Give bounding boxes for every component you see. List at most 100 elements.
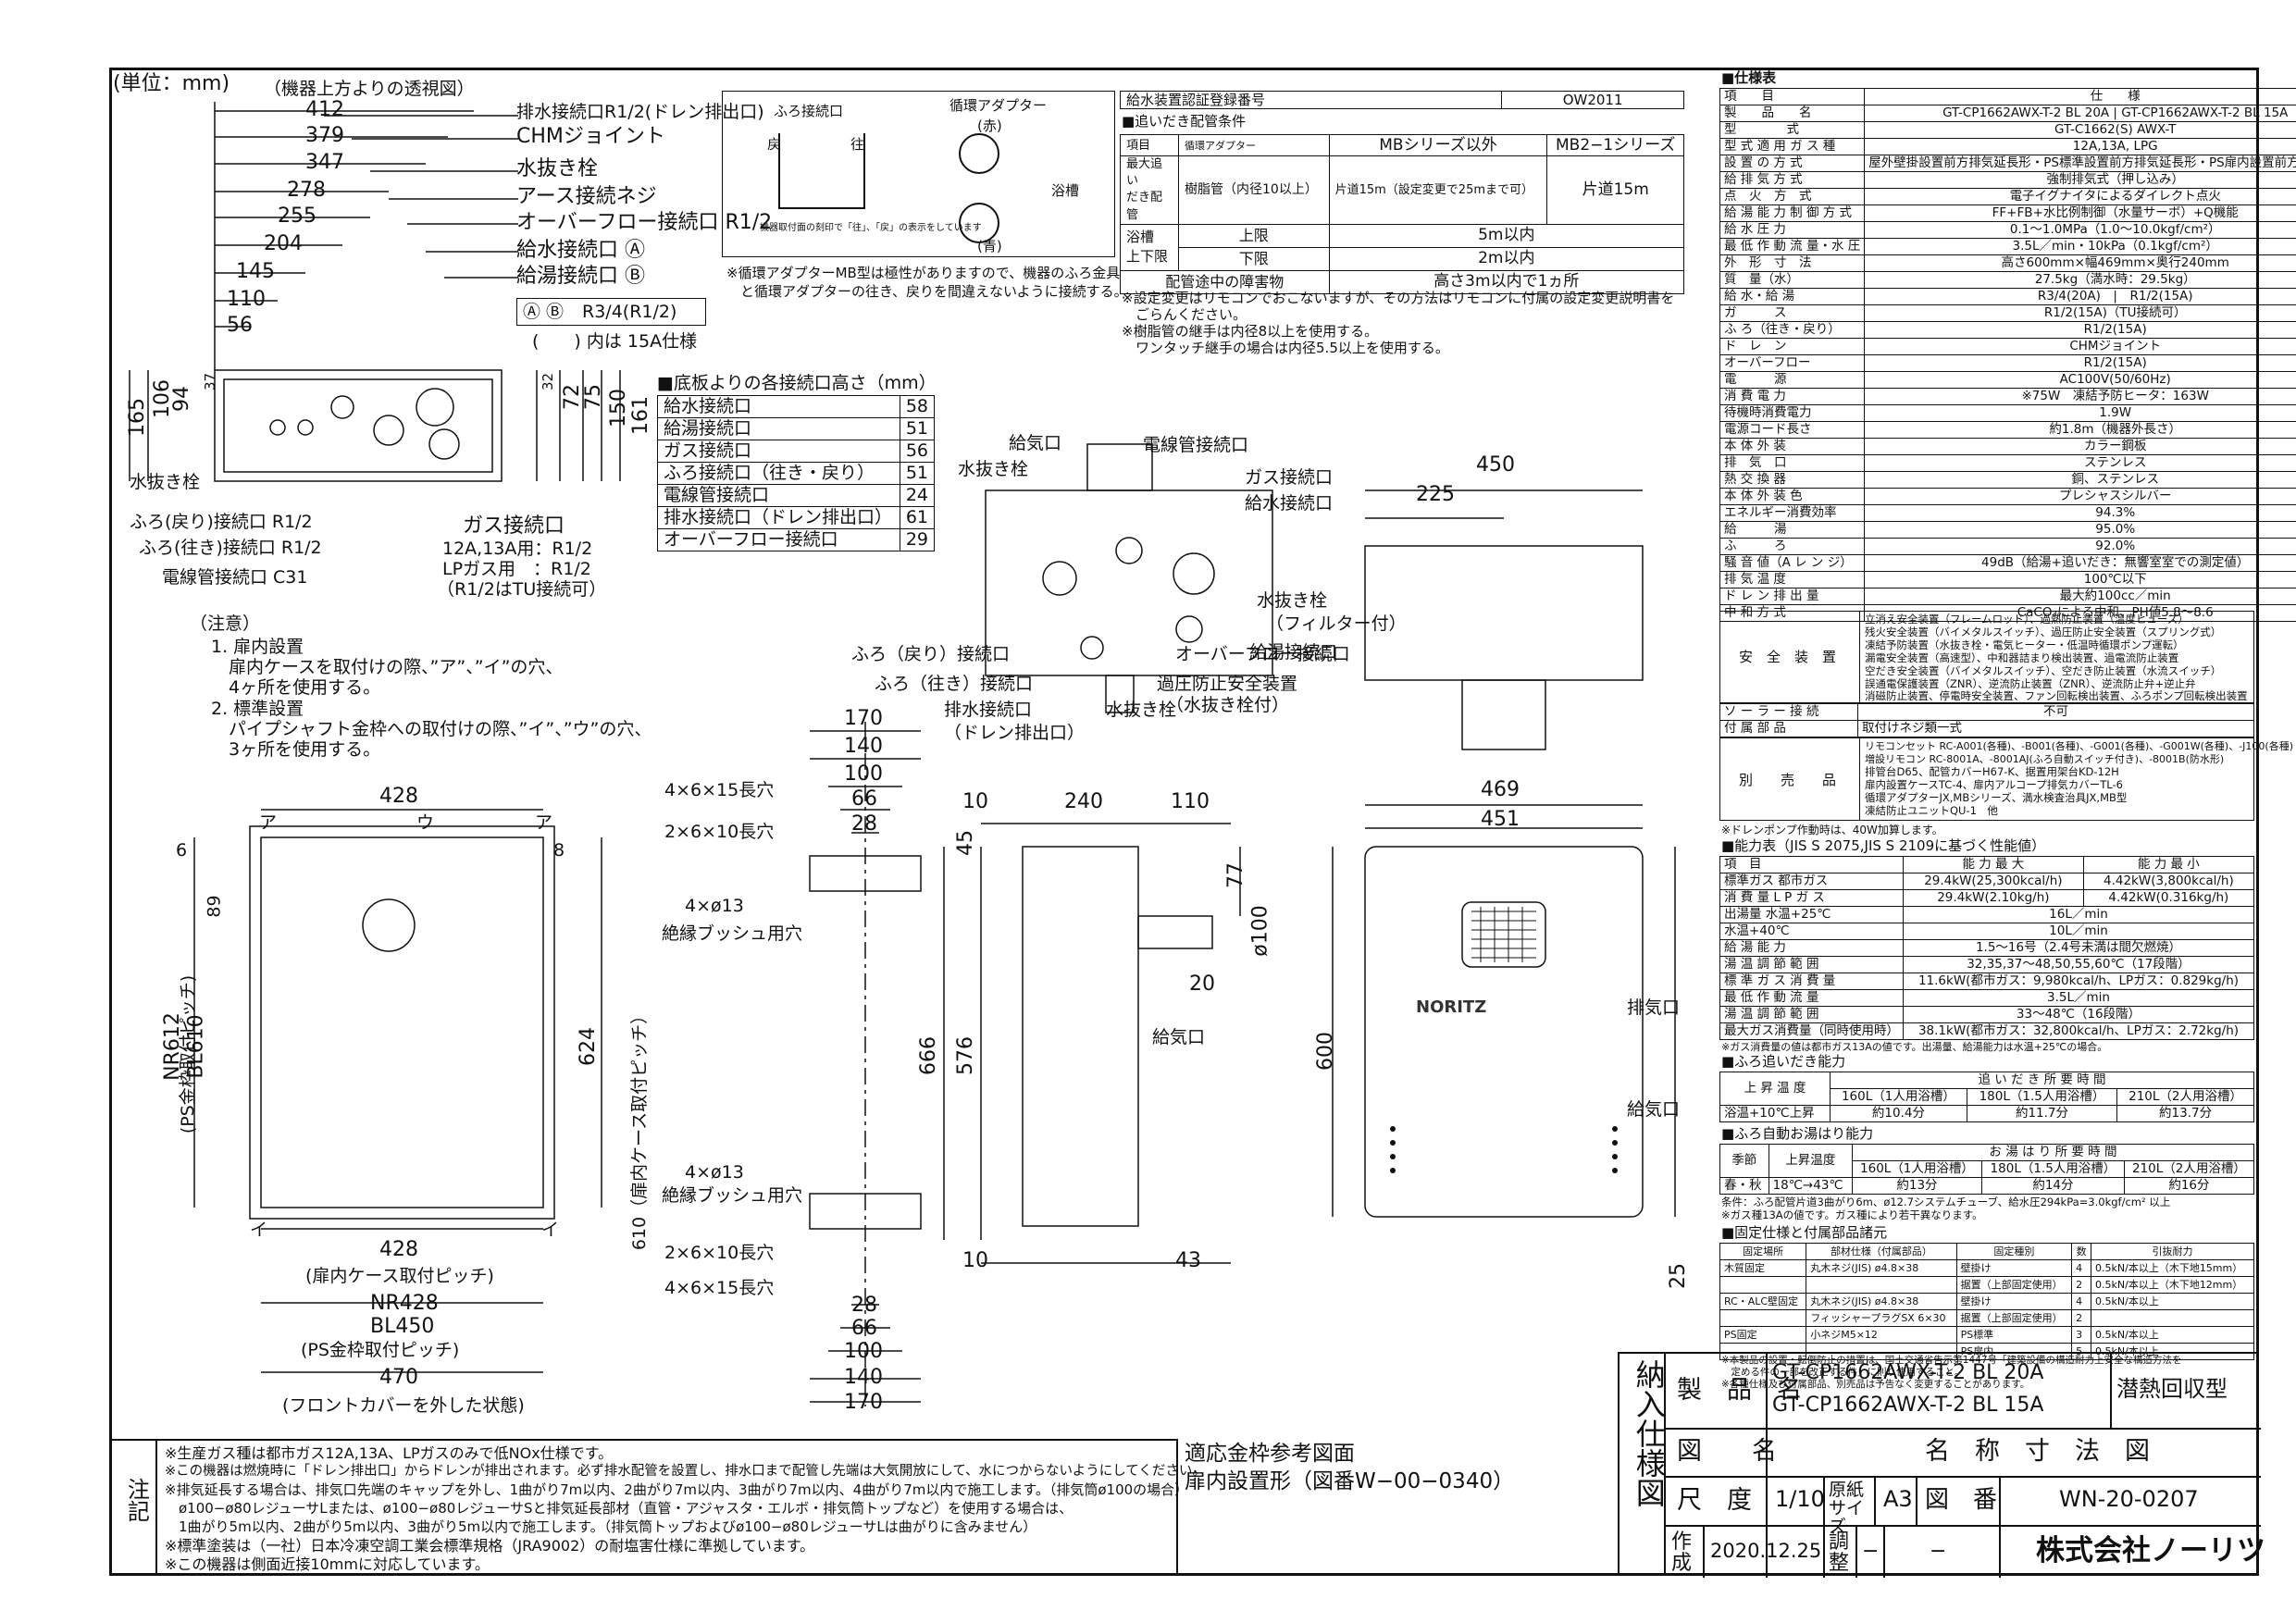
spec-key: 点 火 方 式 — [1719, 188, 1866, 205]
mid-drain-outlet: （ドレン排出口） — [944, 723, 1086, 743]
drain-note: ※ドレンポンプ作動時は、40W加算します。 — [1721, 824, 1943, 836]
scale-value: 1/10 — [1775, 1486, 1825, 1512]
ref-1: 扉内設置形（図番W−00−0340） — [1185, 1469, 1515, 1493]
table-row: 配管途中の障害物 高さ3m以内で1ヵ所 — [1120, 269, 1685, 294]
fix-cell: 据置（上部固定使用） — [1955, 1276, 2073, 1294]
capacity-max: 能 力 最 大 — [1903, 856, 2084, 873]
adapter-note-0: ※循環アダプターMB型は極性がありますので、機器のふろ金具 — [726, 265, 1121, 281]
bracket-dim-28: 28 — [851, 812, 877, 836]
thread-note: R3/4(R1/2) — [582, 302, 677, 322]
adapter-blue-circle — [959, 203, 999, 243]
callout-conduit: 電線管接続口 C31 — [162, 567, 308, 588]
adapter-pipe-shape — [778, 133, 865, 209]
callout-gas-lp: LPガス用 ：R1/2 — [442, 559, 591, 579]
bracket-label-slot10b: 2×6×10長穴 — [664, 1243, 775, 1263]
callout-earth: アース接続ネジ — [516, 185, 657, 208]
safety-0: 立消え安全装置（フレームロッド）、過熱防止装置（温度ヒューズ） — [1865, 613, 2189, 626]
product-label: 製 品 名 — [1677, 1376, 1802, 1405]
callout-overflow: オーバーフロー接続口 R1/2 — [516, 211, 773, 234]
dim-top-3: 278 — [287, 179, 326, 202]
spec-value: 27.5kg（満水時：29.5kg） — [1864, 271, 2296, 289]
dim-37: 37 — [202, 372, 219, 391]
dim-top-6: 145 — [236, 260, 275, 283]
fix-note-2: ※各種仕様及び付属部品、別売品は予告なく変更することがあります。 — [1721, 1379, 2030, 1390]
fix-head: 部材仕様（付属部品） — [1806, 1243, 1957, 1260]
capacity-key: 最 低 作 動 流 量 — [1719, 989, 1904, 1007]
fix-cell: PS固定 — [1719, 1326, 1807, 1344]
table-row: 項目 循環アダプター MBシリーズ以外 MB2−1シリーズ — [1120, 134, 1684, 156]
safety-2: 凍結予防装置（水抜き栓・電気ヒーター・低温時循環ポンプ運転） — [1865, 638, 2184, 651]
right-dim-451: 451 — [1481, 808, 1520, 831]
adapter-label: 循環アダプター — [949, 97, 1048, 114]
table-row: 質 量（水）27.5kg（満水時：29.5kg） — [1719, 271, 2296, 289]
dim-front-428: 428 — [379, 785, 418, 808]
spec-key: 騒 音 値（A レ ン ジ） — [1719, 554, 1866, 572]
table-row: 固定場所部材仕様（付属部品）固定種別数引抜耐力 — [1719, 1243, 2254, 1260]
spec-key: 排 気 温 度 — [1719, 571, 1866, 588]
check-label: 調整 — [1829, 1530, 1850, 1576]
table-row: 排 気 口ステンレス — [1719, 454, 2296, 472]
footer-note-3: ø100−ø80レジューサLまたは、ø100−ø80レジューサSと排気延長部材（… — [165, 1500, 1074, 1517]
dim-nr428: NR428 — [370, 1292, 439, 1315]
capacity-key: 標 準 ガ ス 消 費 量 — [1719, 973, 1904, 990]
spec-value: R1/2(15A) — [1864, 321, 2296, 339]
spec-value: 最大約100cc／min — [1864, 588, 2296, 605]
side-dim-10: 10 — [962, 790, 988, 813]
spec-key: 給 湯 能 力 制 御 方 式 — [1719, 204, 1866, 222]
fix-cell: 5 — [2071, 1343, 2092, 1360]
spec-value: ステンレス — [1864, 454, 2296, 472]
dim-610-case: 610（扉内ケース取付ピッチ） — [629, 1006, 651, 1251]
bracket-dim-28b: 28 — [851, 1294, 877, 1317]
table-row: 排水接続口（ドレン排出口）61 — [657, 506, 936, 529]
mid-drain-plug-2: 水抜き栓 — [1257, 590, 1328, 611]
fix-cell: RC・ALC壁固定 — [1719, 1293, 1807, 1310]
unit-label: (単位：mm) — [113, 72, 230, 95]
callout-gas: ガス接続口 — [463, 514, 565, 538]
made-date: 2020.12.25 — [1710, 1540, 1822, 1562]
bracket-dim-170b: 170 — [844, 1391, 883, 1414]
spec-key: 項 目 — [1719, 88, 1866, 105]
table-row: 電源コード長さ約1.8m（機器外長さ） — [1719, 421, 2296, 439]
spec-value: カラー鋼板 — [1864, 438, 2296, 455]
fix-cell: 小ネジM5×12 — [1806, 1326, 1957, 1344]
callout-bath-out: ふろ(往き)接続口 R1/2 — [139, 538, 322, 558]
auto-title: ■ふろ自動お湯はり能力 — [1721, 1125, 1874, 1142]
mid-bath-return: ふろ（戻り）接続口 — [851, 644, 1011, 664]
callout-chm: CHMジョイント — [516, 125, 665, 148]
fix-title: ■固定仕様と付属部品諸元 — [1721, 1224, 1888, 1241]
bottom-conn-title: ■底板よりの各接続口高さ（mm） — [657, 373, 937, 393]
footer-note-0: ※生産ガス種は都市ガス12A,13A、LPガスのみで低NOx仕様です。 — [165, 1444, 614, 1462]
piping-note-2: ※樹脂管の継手は内径8以上を使用する。 — [1122, 323, 1379, 340]
fix-cell — [2091, 1309, 2254, 1327]
bracket-label-hole13b: 4×ø13 — [685, 1162, 744, 1183]
dim-94: 94 — [170, 386, 193, 412]
mid-relief-plug: （水抜き栓付） — [1166, 695, 1290, 715]
capacity-key: 給 湯 能 力 — [1719, 939, 1904, 957]
table-row: 最大ガス消費量（同時使用時）38.1kW(都市ガス：32,800kcal/h、L… — [1719, 1022, 2254, 1040]
spec-title: ■仕様表 — [1721, 69, 1777, 86]
fix-cell: フィッシャープラグSX 6×30 — [1806, 1309, 1957, 1327]
spec-value: 3.5L／min・10kPa（0.1kgf/cm²） — [1864, 238, 2296, 255]
options-box: 別 売 品 リモコンセット RC-A001(各種)、-B001(各種)、-G00… — [1719, 737, 2293, 821]
capacity-key: 湯 温 調 節 範 囲 — [1719, 956, 1904, 973]
title-side: 納入仕様図 — [1631, 1359, 1667, 1507]
table-row: ふ ろ（往き・戻り）R1/2(15A) — [1719, 321, 2296, 339]
bracket-label-slot15b: 4×6×15長穴 — [664, 1278, 775, 1298]
fix-note-0: ※本製品の設置・転倒防止の措置は、国土交通省告示第1447号「建築設備の構造耐力… — [1721, 1355, 2182, 1366]
option-1: 増設リモコン RC-8001A、-8001AJ(ふろ自動スイッチ付き)、-800… — [1865, 753, 2225, 765]
side-dim-10b: 10 — [962, 1249, 988, 1272]
note-3: 2. 標準設置 — [211, 699, 304, 719]
piping-table: 項目 循環アダプター MBシリーズ以外 MB2−1シリーズ 最大追いだき配管 樹… — [1120, 134, 1685, 294]
table-row: 熱 交 換 器銅、ステンレス — [1719, 471, 2296, 489]
spec-value: 銅、ステンレス — [1864, 471, 2296, 489]
